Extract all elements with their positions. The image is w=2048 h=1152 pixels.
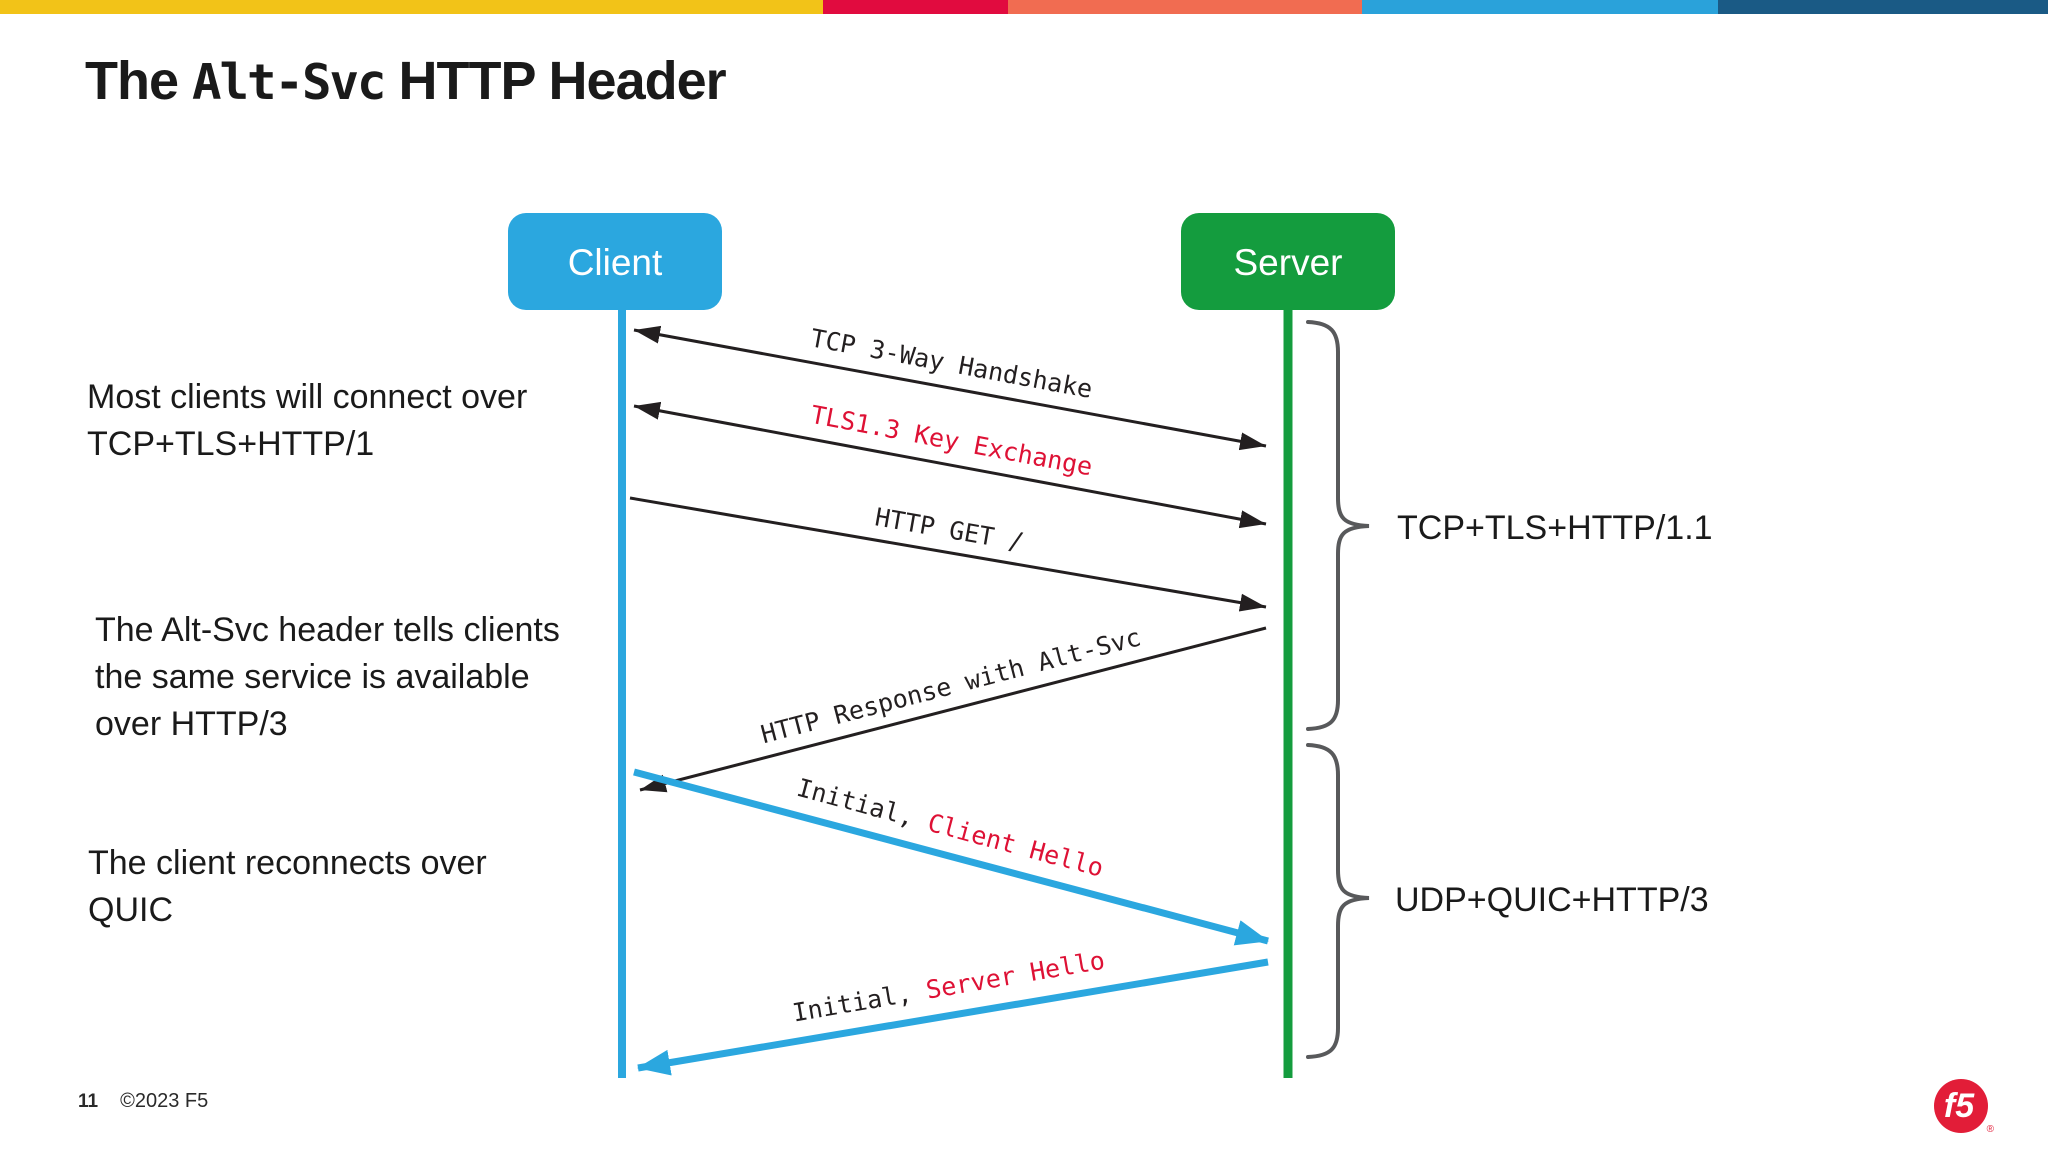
note-line: TCP+TLS+HTTP/1	[87, 425, 375, 463]
bar-segment-darkblue	[1718, 0, 2048, 14]
title-text-prefix: The	[85, 51, 193, 111]
arrow-tls-key-exchange	[633, 401, 1267, 529]
brace-quic-stack	[1306, 743, 1370, 1059]
bar-segment-orange	[1007, 0, 1362, 14]
client-label: Client	[568, 242, 663, 283]
arrow-quic-server-hello	[637, 958, 1269, 1076]
note-most-clients: Most clients will connect over TCP+TLS+H…	[87, 374, 527, 468]
note-line: the same service is available	[95, 658, 530, 696]
f5-logo-text: f5	[1943, 1087, 1975, 1125]
arrow-quic-client-hello	[633, 768, 1269, 946]
note-altsvc-header: The Alt-Svc header tells clients the sam…	[95, 607, 560, 748]
footer-copyright: ©2023 F5	[120, 1090, 209, 1112]
brace-label-tcp-stack: TCP+TLS+HTTP/1.1	[1397, 509, 1713, 547]
server-label: Server	[1234, 242, 1343, 283]
label-tcp-handshake: TCP 3-Way Handshake	[808, 323, 1094, 404]
slide-footer: 11 ©2023 F5	[78, 1090, 208, 1113]
brace-label-quic-stack: UDP+QUIC+HTTP/3	[1395, 881, 1709, 919]
bar-segment-lightblue	[1361, 0, 1719, 14]
title-text-suffix: HTTP Header	[384, 51, 727, 111]
arrow-http-get	[629, 496, 1267, 612]
client-box	[508, 213, 722, 310]
note-line: The client reconnects over	[88, 844, 487, 882]
brace-tcp-stack	[1306, 320, 1370, 731]
label-http-response-altsvc: HTTP Response with Alt-Svc	[758, 622, 1144, 749]
f5-logo-circle: f5	[1934, 1079, 1988, 1133]
top-brand-bar	[0, 0, 2048, 14]
bar-segment-red	[823, 0, 1008, 14]
note-line: over HTTP/3	[95, 705, 288, 743]
bar-segment-yellow	[0, 0, 824, 14]
note-line: QUIC	[88, 891, 173, 929]
server-box	[1181, 213, 1395, 310]
note-line: The Alt-Svc header tells clients	[95, 611, 560, 649]
title-code-segment: Alt-Svc	[192, 54, 387, 111]
note-reconnect-quic: The client reconnects over QUIC	[88, 840, 487, 934]
label-tls-key-exchange: TLS1.3 Key Exchange	[808, 400, 1094, 482]
arrow-http-response-altsvc	[639, 626, 1267, 793]
label-http-get: HTTP GET /	[873, 502, 1026, 556]
note-line: Most clients will connect over	[87, 378, 528, 416]
footer-page-number: 11	[78, 1091, 99, 1112]
f5-logo: f5 ®	[1934, 1079, 1994, 1135]
label-initial-prefix: Initial,	[794, 773, 932, 836]
registered-trademark-mark: ®	[1986, 1124, 1994, 1135]
page-title: The Alt-Svc HTTP Header	[85, 50, 727, 112]
